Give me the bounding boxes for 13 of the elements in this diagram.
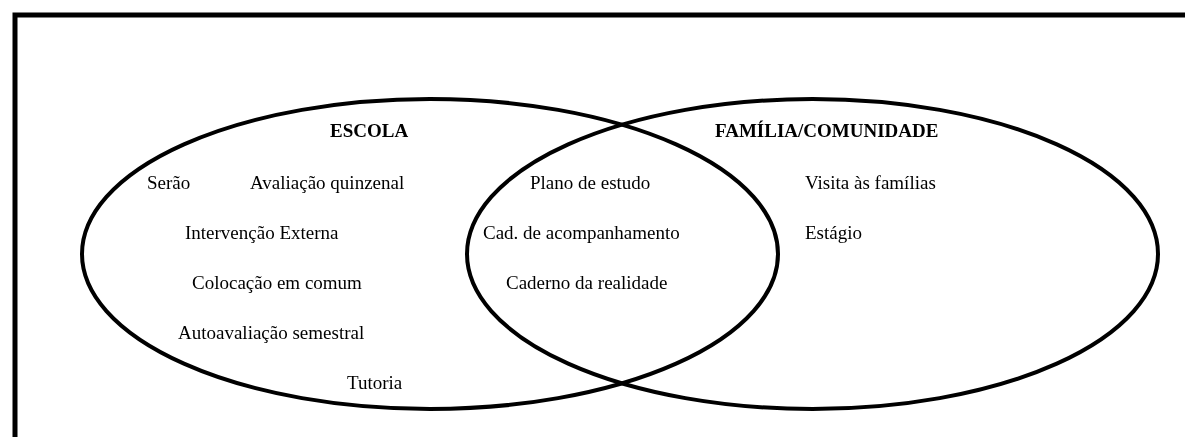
set-item: Tutoria [347, 372, 403, 394]
set-item: Estágio [805, 222, 862, 244]
shared-item: Plano de estudo [530, 172, 651, 194]
set-item: Serão [147, 172, 191, 194]
set-item: Intervenção Externa [185, 222, 339, 244]
set-item: Visita às famílias [805, 172, 936, 194]
set-heading: ESCOLA [330, 120, 409, 142]
set-heading: FAMÍLIA/COMUNIDADE [715, 120, 939, 142]
shared-item: Cad. de acompanhamento [483, 222, 680, 244]
set-item: Colocação em comum [192, 272, 362, 294]
set-item: Avaliação quinzenal [250, 172, 405, 194]
shared-item: Caderno da realidade [506, 272, 668, 294]
set-item: Autoavaliação semestral [178, 322, 365, 344]
